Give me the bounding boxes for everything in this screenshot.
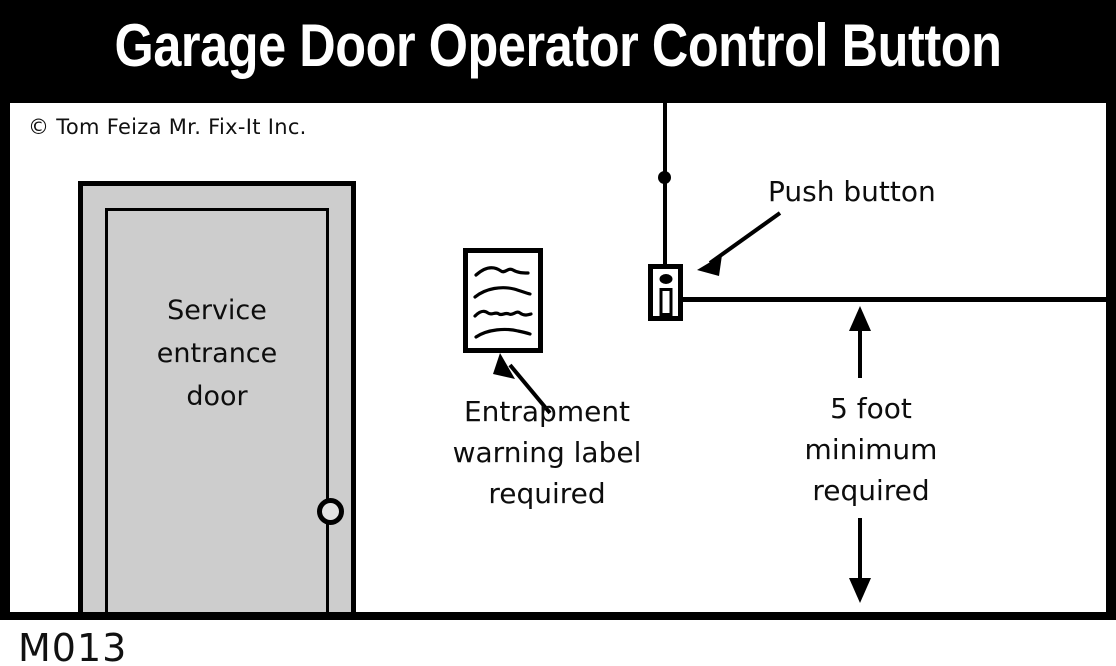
push-button-plunger-icon[interactable] [659, 288, 672, 316]
callout-entrapment-line-3: required [488, 477, 606, 510]
wire-connector-dot-icon [658, 171, 671, 184]
warning-label-squiggles-icon [473, 266, 533, 339]
callout-five-foot-line-3: required [812, 474, 930, 507]
callout-entrapment-line-1: Entrapment [463, 395, 631, 428]
ceiling-wire [663, 103, 667, 269]
door-label-line-2: entrance [156, 338, 278, 369]
door-label: Service entrance door [108, 289, 326, 418]
callout-entrapment-line-2: warning label [452, 436, 642, 469]
callout-five-foot-line-2: minimum [804, 433, 938, 466]
service-entrance-door: Service entrance door [78, 181, 356, 612]
door-label-line-3: door [186, 381, 248, 412]
push-button-leader [697, 211, 782, 276]
callout-push-button-line-1: Push button [768, 175, 936, 208]
copyright-notice: © Tom Feiza Mr. Fix-It Inc. [28, 115, 307, 139]
callout-push-button: Push button [768, 175, 936, 208]
diagram-canvas: © Tom Feiza Mr. Fix-It Inc. Service entr… [10, 103, 1106, 612]
push-button-station-icon[interactable] [648, 264, 683, 321]
callout-five-foot-minimum: 5 foot minimum required [760, 388, 982, 511]
door-panel: Service entrance door [105, 208, 344, 612]
title-banner: Garage Door Operator Control Button [0, 0, 1116, 95]
diagram-frame: © Tom Feiza Mr. Fix-It Inc. Service entr… [0, 95, 1116, 620]
door-label-line-1: Service [167, 295, 267, 326]
entrapment-warning-label-icon [463, 248, 543, 353]
page-title: Garage Door Operator Control Button [114, 12, 1002, 79]
garage-door-header-line [683, 297, 1106, 302]
doorknob-icon [317, 498, 344, 525]
callout-five-foot-line-1: 5 foot [830, 392, 912, 425]
figure-code: M013 [18, 626, 128, 666]
push-button-indicator-icon [659, 274, 672, 284]
callout-entrapment-warning: Entrapment warning label required [436, 391, 658, 514]
